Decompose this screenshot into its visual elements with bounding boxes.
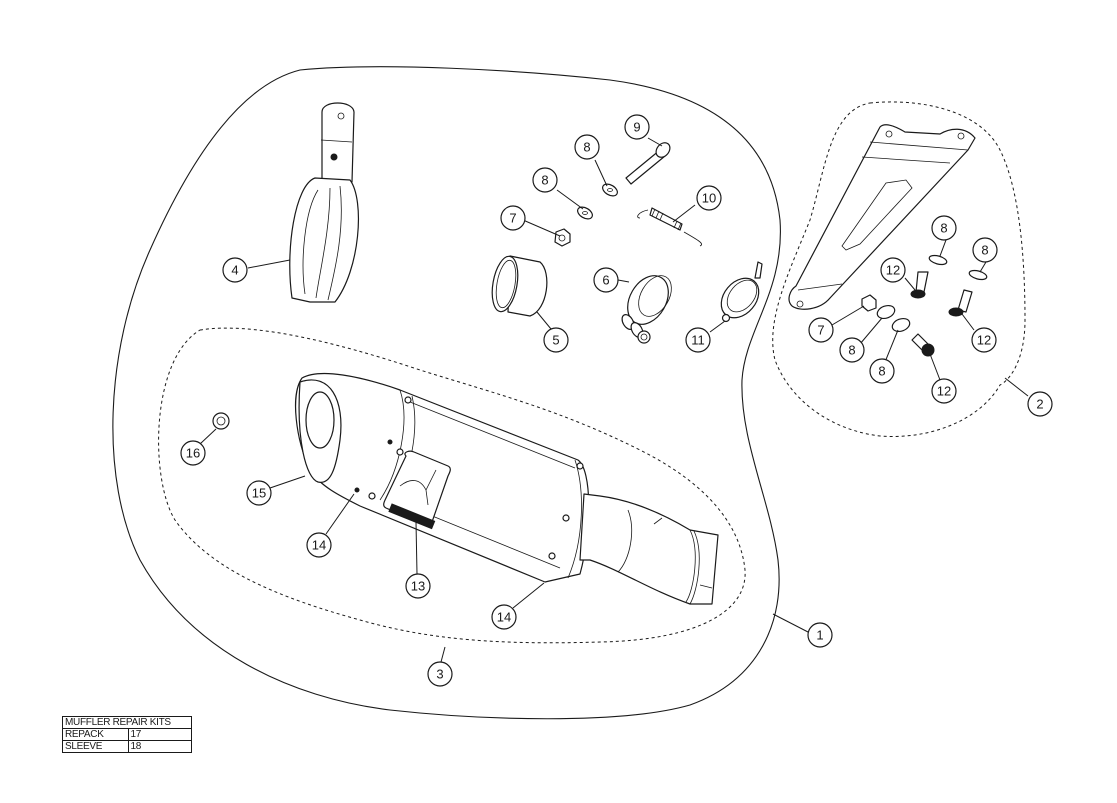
svg-text:6: 6 xyxy=(602,273,609,288)
svg-text:7: 7 xyxy=(817,323,824,338)
svg-text:7: 7 xyxy=(509,211,516,226)
callout-12-a: 12 xyxy=(880,257,906,283)
part-8-washers xyxy=(577,183,618,220)
callout-8-c: 8 xyxy=(839,337,865,363)
callout-2: 2 xyxy=(1027,391,1053,417)
svg-text:3: 3 xyxy=(436,667,443,682)
callout-8-a: 8 xyxy=(532,167,558,193)
callout-9: 9 xyxy=(624,114,650,140)
svg-text:14: 14 xyxy=(497,610,511,625)
callout-13: 13 xyxy=(405,573,431,599)
callout-14-b: 14 xyxy=(491,604,517,630)
callout-16: 16 xyxy=(180,440,206,466)
part-7-nut xyxy=(554,228,571,247)
kit-name: SLEEVE xyxy=(62,740,129,753)
callout-6: 6 xyxy=(593,267,619,293)
part-4-hanger-bracket xyxy=(289,102,359,303)
muffler-repair-kits-table: MUFFLER REPAIR KITS REPACK 17 SLEEVE 18 xyxy=(62,716,192,753)
svg-text:14: 14 xyxy=(312,538,326,553)
svg-text:1: 1 xyxy=(816,628,823,643)
kits-table-header-row: MUFFLER REPAIR KITS xyxy=(62,716,192,729)
part-11-clamp-ring xyxy=(720,261,763,323)
callout-8-f: 8 xyxy=(972,237,998,263)
svg-text:16: 16 xyxy=(186,446,200,461)
svg-text:8: 8 xyxy=(848,343,855,358)
callout-5: 5 xyxy=(543,327,569,353)
callout-3: 3 xyxy=(427,661,453,687)
callout-8-d: 8 xyxy=(869,358,895,384)
svg-text:8: 8 xyxy=(541,173,548,188)
kit-code: 18 xyxy=(127,740,192,753)
svg-text:12: 12 xyxy=(977,333,991,348)
svg-text:13: 13 xyxy=(411,579,425,594)
svg-text:8: 8 xyxy=(940,221,947,236)
callout-7-upper: 7 xyxy=(500,205,526,231)
part-9-bolt xyxy=(625,142,671,185)
callout-8-e: 8 xyxy=(931,215,957,241)
callout-7-right: 7 xyxy=(808,317,834,343)
part-10-spring xyxy=(637,207,702,247)
part-5-sleeve xyxy=(491,255,548,317)
assembly-1-boundary xyxy=(112,66,781,720)
link-pipe xyxy=(579,493,719,605)
svg-text:5: 5 xyxy=(552,333,559,348)
part-6-clamp xyxy=(621,275,672,344)
brand-logo-text xyxy=(388,503,436,530)
svg-text:8: 8 xyxy=(981,243,988,258)
svg-text:10: 10 xyxy=(702,191,716,206)
part-13-muffler xyxy=(295,372,590,583)
callout-15: 15 xyxy=(246,480,272,506)
kit-code: 17 xyxy=(127,728,192,741)
callout-8-b: 8 xyxy=(574,134,600,160)
kits-table-row: REPACK 17 xyxy=(62,728,192,741)
part-2-bracket xyxy=(788,124,976,310)
svg-text:11: 11 xyxy=(691,333,705,348)
kits-table-header: MUFFLER REPAIR KITS xyxy=(62,716,192,729)
kits-table-row: SLEEVE 18 xyxy=(62,740,192,753)
leader-lines xyxy=(199,137,1029,663)
svg-text:4: 4 xyxy=(231,263,238,278)
callout-10: 10 xyxy=(696,185,722,211)
kit-name: REPACK xyxy=(62,728,129,741)
part-2-hardware xyxy=(861,254,988,357)
part-16-grommet xyxy=(212,412,230,430)
svg-text:15: 15 xyxy=(252,486,266,501)
assembly-2-boundary xyxy=(772,101,1026,438)
callout-14-a: 14 xyxy=(306,532,332,558)
assembly-3-boundary xyxy=(158,327,746,644)
svg-text:12: 12 xyxy=(937,384,951,399)
svg-text:2: 2 xyxy=(1036,397,1043,412)
callout-4: 4 xyxy=(222,257,248,283)
callout-11: 11 xyxy=(685,327,711,353)
callout-12-c: 12 xyxy=(931,378,957,404)
svg-text:12: 12 xyxy=(886,263,900,278)
svg-text:9: 9 xyxy=(633,120,640,135)
callout-12-b: 12 xyxy=(971,327,997,353)
callout-1: 1 xyxy=(807,622,833,648)
svg-text:8: 8 xyxy=(583,140,590,155)
svg-text:8: 8 xyxy=(878,364,885,379)
